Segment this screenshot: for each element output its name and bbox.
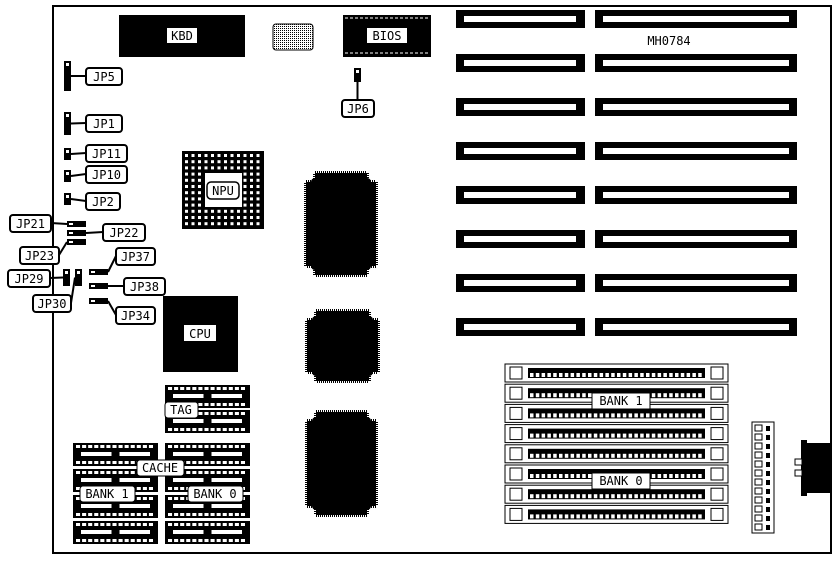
chipset-chips [304,171,380,517]
expansion-slot [456,142,797,160]
jumper-pins [67,221,86,227]
jumper-pins [89,269,108,275]
jumper-label: JP10 [92,168,121,182]
bios-label: BIOS [373,29,402,43]
jumper-pins [89,283,108,289]
jumper-label-box [341,99,375,118]
jumper-jp37: JP37 [89,247,156,275]
jumper-label: JP11 [92,147,121,161]
battery [272,23,314,51]
jumper-jp29: JP29 [7,269,70,288]
jumper-jp38: JP38 [89,277,166,296]
jumper-label: JP29 [15,272,44,286]
jumper-label-box [115,306,156,325]
simm-slot [504,484,729,504]
jumper-label-box [7,269,51,288]
expansion-slot [456,54,797,72]
cpu-chip: CPU [163,296,238,372]
jumper-pins [75,269,82,286]
jumper-label: JP38 [130,280,159,294]
jumper-pins [89,298,108,304]
diagram-code: MH0784 [647,34,690,48]
jumper-pins [63,269,70,286]
cache-bank1-label: BANK 1 [85,487,128,501]
jumper-jp22: JP22 [67,223,146,242]
jumper-label: JP34 [121,309,150,323]
expansion-slot [456,274,797,292]
plcc-chip [304,171,378,277]
simm-slot [504,504,729,524]
jumper-pins [64,61,71,91]
jumper-pins [67,239,86,245]
memory-bank1-label: BANK 1 [599,394,642,408]
simm-slot [504,363,729,383]
jumper-label-box [102,223,146,242]
jumper-jp1: JP1 [64,112,123,135]
cache-bank0-label: BANK 0 [193,487,236,501]
jumper-label-box [32,294,72,313]
cache-label: CACHE [142,461,178,475]
jumper-pins [64,193,71,205]
keyboard-connector [794,440,830,496]
jumper-jp10: JP10 [64,165,128,184]
simm-slot [504,403,729,423]
dip-socket [165,443,250,466]
jumper-label-box [115,247,156,266]
keyboard-bios-chip: KBD [119,15,245,57]
jumper-label: JP37 [121,250,150,264]
jumper-pins [64,170,71,182]
jumper-jp2: JP2 [64,192,121,211]
jumper-label: JP22 [110,226,139,240]
jumper-jp34: JP34 [89,298,156,325]
jumper-label: JP5 [93,70,115,84]
plcc-chip [305,410,378,517]
jumper-jp11: JP11 [64,144,128,163]
jumper-pins [67,230,86,236]
npu-label: NPU [212,184,234,198]
bios-chip: BIOS [343,15,431,57]
jumper-label-box [85,114,123,133]
jumper-label-box [85,192,121,211]
jumper-label-box [19,246,60,265]
power-connector [751,421,775,534]
simm-slot [504,444,729,464]
jumper-label: JP30 [38,297,67,311]
expansion-slot [456,186,797,204]
jumper-label-box [9,214,52,233]
jumper-label: JP2 [92,195,114,209]
jumper-jp6: JP6 [341,68,375,118]
jumper-pins [354,68,361,82]
jumper-label-box [85,144,128,163]
expansion-slot [456,98,797,116]
expansion-slot [456,318,797,336]
jumper-label: JP23 [25,249,54,263]
jumper-label: JP1 [93,117,115,131]
jumper-label-box [85,67,123,86]
cpu-label: CPU [189,327,211,341]
memory-bank0-label: BANK 0 [599,474,642,488]
jumper-label: JP21 [16,217,45,231]
dip-socket [165,521,250,544]
expansion-slot [456,230,797,248]
jumper-jp21: JP21 [9,214,86,233]
npu-socket: NPU [182,151,264,229]
jumper-label: JP6 [347,102,369,116]
jumper-label-box [85,165,128,184]
jumper-pins [64,148,71,160]
jumper-jp30: JP30 [32,269,82,313]
tag-label: TAG [170,403,192,417]
plcc-chip [305,309,380,383]
kbd-label: KBD [171,29,193,43]
jumper-pins [64,112,71,135]
jumper-label-box [123,277,166,296]
expansion-slot [456,10,797,28]
jumper-jp23: JP23 [19,239,86,265]
dip-socket [73,521,158,544]
simm-slot [504,424,729,444]
jumper-jp5: JP5 [64,61,123,91]
expansion-slots [456,10,797,336]
